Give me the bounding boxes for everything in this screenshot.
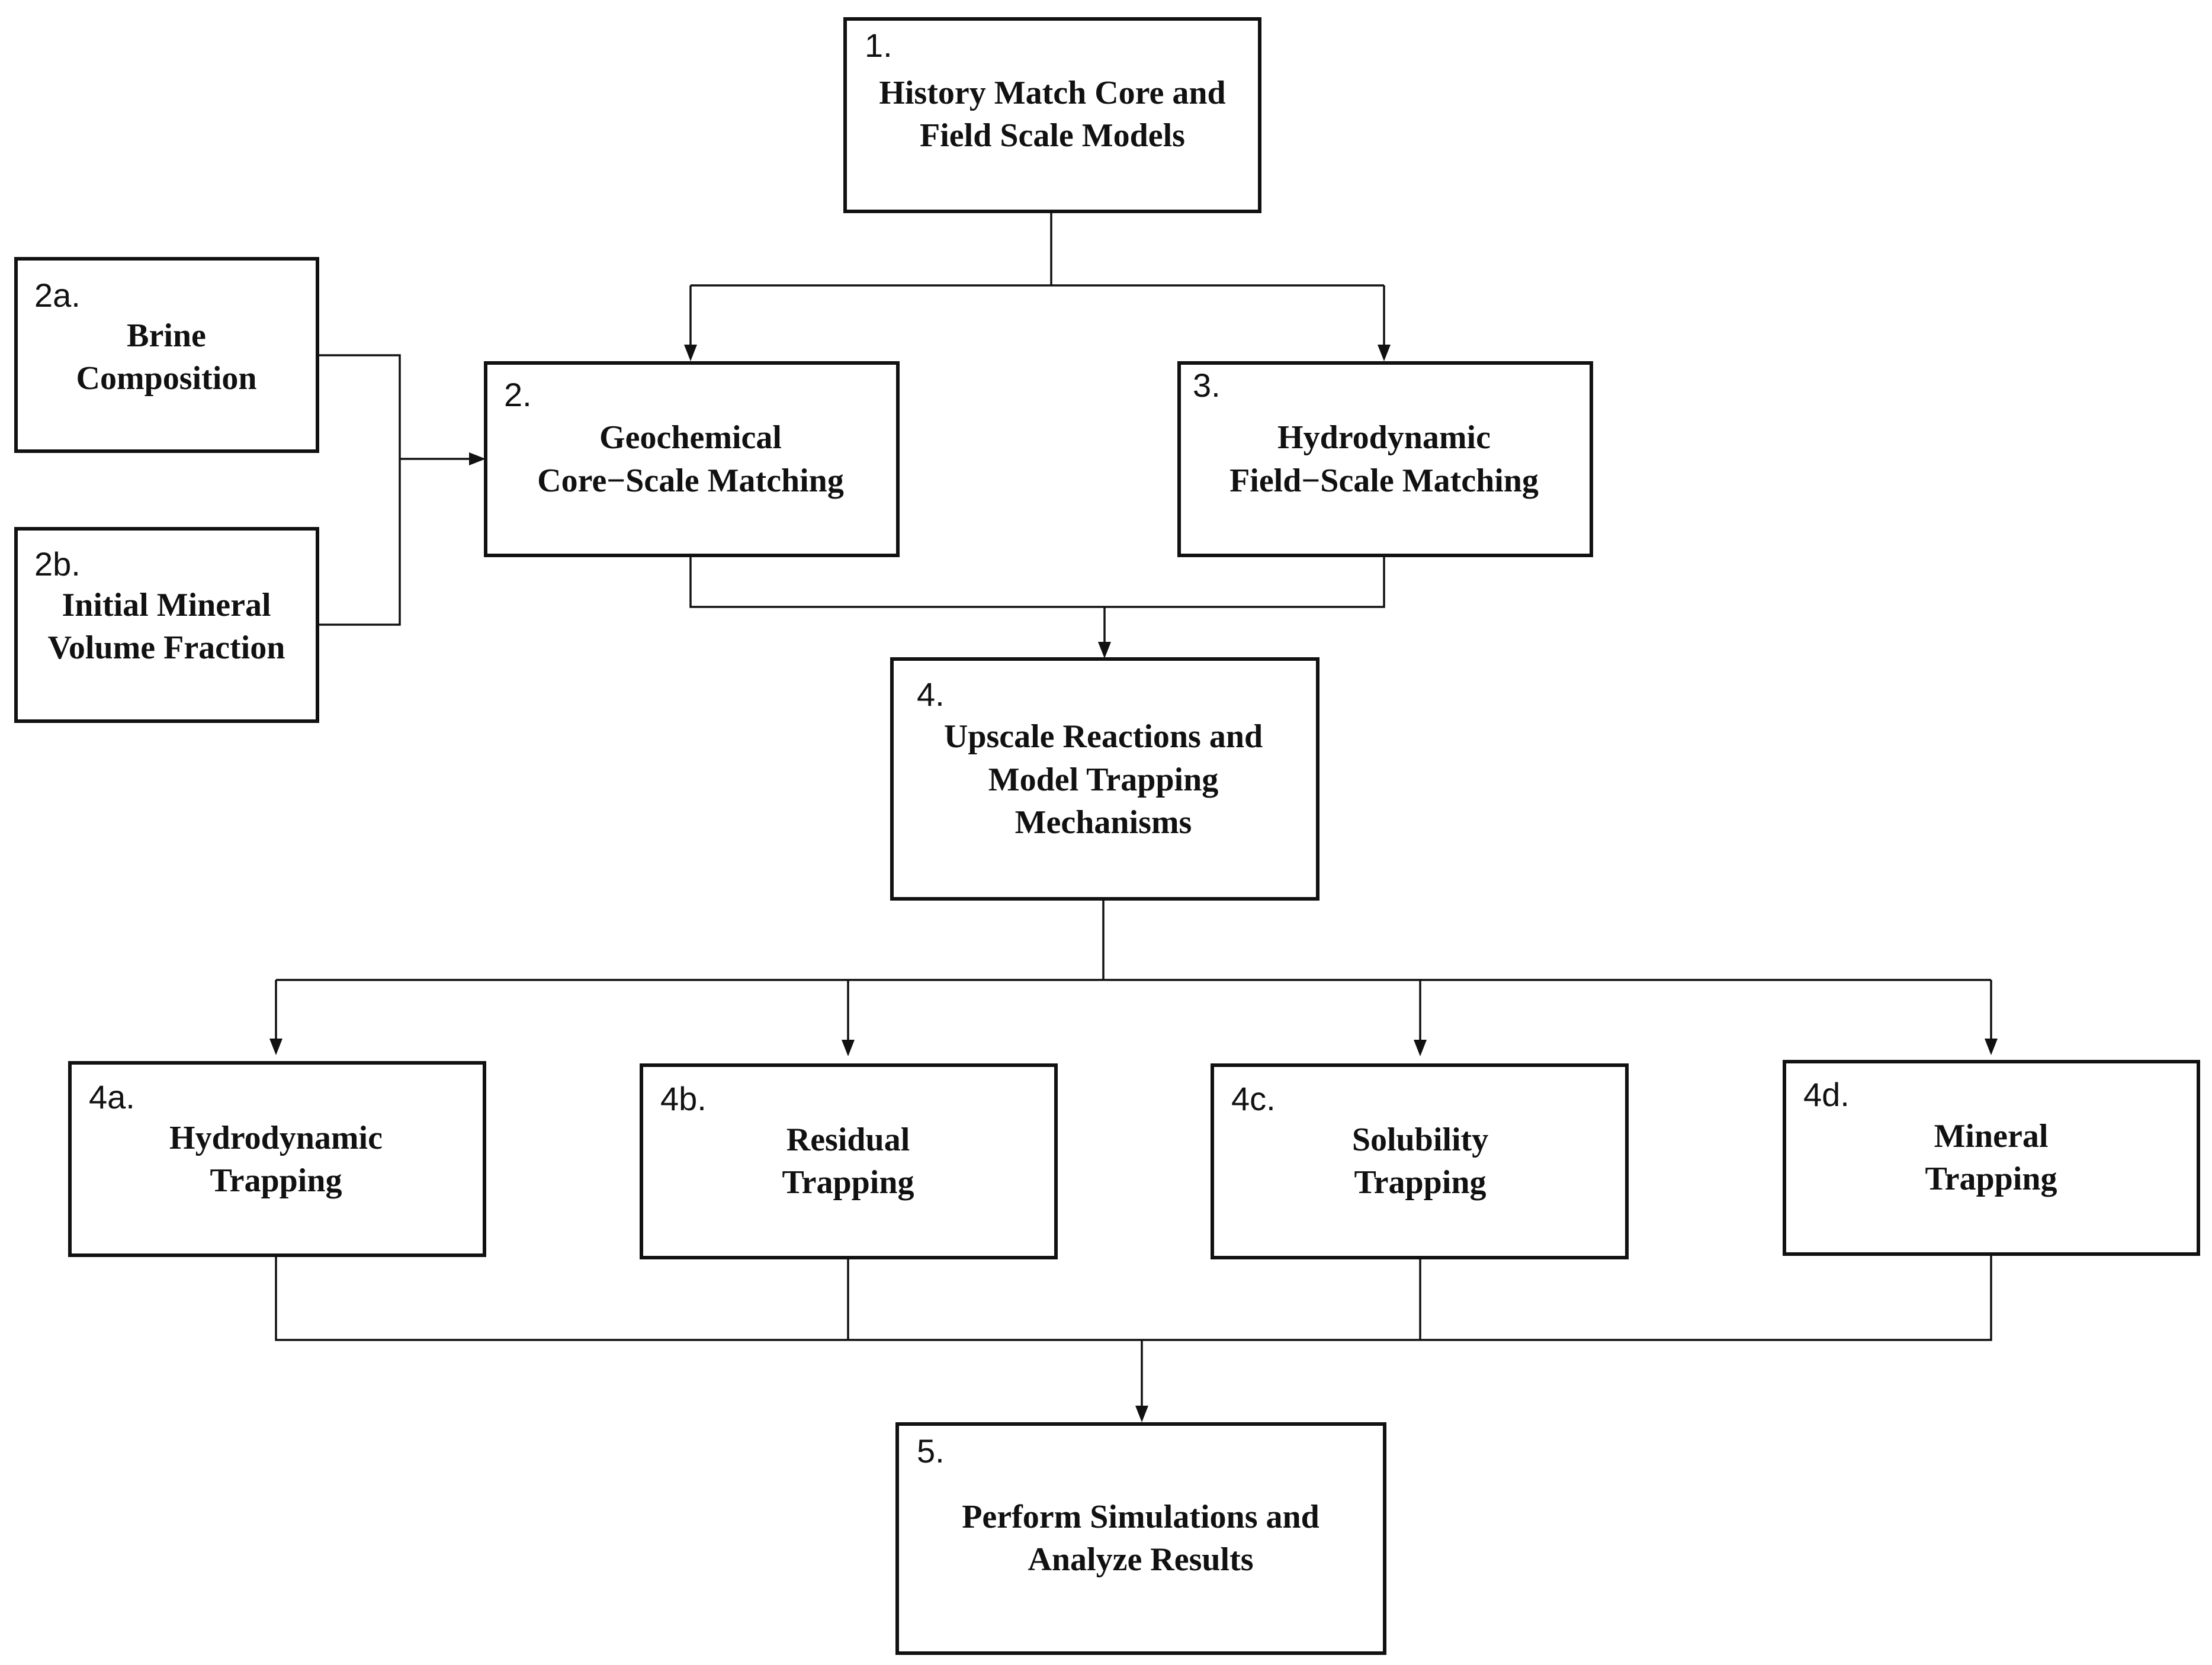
box-4a-line-2: Trapping — [210, 1162, 342, 1199]
box-4-line-3: Mechanisms — [1015, 804, 1192, 841]
box-1: 1. History Match Core and Field Scale Mo… — [843, 17, 1261, 213]
arrowhead-to-2 — [684, 345, 697, 361]
box-5-line-1: Perform Simulations and — [962, 1499, 1320, 1535]
box-4-number: 4. — [917, 676, 945, 713]
arrowhead-to-3 — [1378, 345, 1391, 361]
box-2b-line-2: Volume Fraction — [48, 629, 285, 666]
box-4: 4. Upscale Reactions and Model Trapping … — [890, 657, 1320, 901]
box-4d-line-2: Trapping — [1925, 1161, 2057, 1197]
box-3-number: 3. — [1193, 367, 1221, 404]
arrowhead-to-4 — [1098, 642, 1111, 658]
box-4c: 4c. Solubility Trapping — [1211, 1063, 1629, 1259]
box-2: 2. Geochemical Core−Scale Matching — [484, 361, 900, 557]
box-4b-number: 4b. — [660, 1080, 707, 1117]
box-4c-line-1: Solubility — [1352, 1121, 1488, 1158]
box-4b-line-2: Trapping — [782, 1164, 914, 1201]
arrowhead-to-4a — [269, 1039, 282, 1055]
box-5-line-2: Analyze Results — [1028, 1541, 1253, 1578]
box-1-line-1: History Match Core and — [879, 75, 1225, 111]
arrowhead-to-4c — [1414, 1040, 1427, 1056]
connector-4-to-4abcd — [275, 899, 1992, 1042]
connector-2a-2b-to-2 — [317, 354, 471, 626]
box-1-number: 1. — [865, 27, 892, 64]
arrowhead-2a2b-to-2 — [469, 452, 486, 465]
connector-4abcd-to-5 — [275, 1254, 1992, 1408]
box-4c-line-2: Trapping — [1354, 1164, 1486, 1201]
box-4d-number: 4d. — [1803, 1076, 1850, 1113]
box-2-line-1: Geochemical — [599, 419, 782, 456]
box-3: 3. Hydrodynamic Field−Scale Matching — [1177, 361, 1593, 557]
box-4a-number: 4a. — [89, 1078, 135, 1116]
box-4b-line-1: Residual — [786, 1121, 910, 1158]
box-5-number: 5. — [917, 1432, 945, 1470]
box-2b-line-1: Initial Mineral — [62, 587, 271, 623]
box-2a-number: 2a. — [34, 277, 81, 314]
box-4b: 4b. Residual Trapping — [640, 1063, 1058, 1259]
box-4d-line-1: Mineral — [1934, 1118, 2049, 1155]
arrowhead-to-5 — [1135, 1406, 1148, 1422]
arrowhead-to-4d — [1985, 1039, 1998, 1055]
box-4-line-1: Upscale Reactions and — [944, 718, 1263, 755]
box-4-line-2: Model Trapping — [988, 761, 1218, 798]
box-5: 5. Perform Simulations and Analyze Resul… — [895, 1422, 1386, 1655]
box-2-number: 2. — [504, 376, 532, 413]
box-2a-line-2: Composition — [76, 360, 257, 397]
box-4d: 4d. Mineral Trapping — [1783, 1060, 2200, 1256]
box-2b: 2b. Initial Mineral Volume Fraction — [14, 527, 319, 723]
box-2-line-2: Core−Scale Matching — [537, 462, 844, 499]
connector-2-3-to-4 — [689, 555, 1385, 644]
arrowhead-to-4b — [842, 1040, 855, 1056]
box-2a-line-1: Brine — [127, 317, 206, 354]
box-4a: 4a. Hydrodynamic Trapping — [68, 1061, 486, 1257]
box-3-line-1: Hydrodynamic — [1277, 419, 1491, 456]
box-4c-number: 4c. — [1231, 1080, 1276, 1117]
box-2b-number: 2b. — [34, 545, 81, 583]
box-1-line-2: Field Scale Models — [920, 117, 1185, 154]
connectors — [269, 211, 1998, 1422]
connector-1-to-2-3 — [689, 211, 1385, 346]
box-3-line-2: Field−Scale Matching — [1229, 462, 1539, 499]
box-4a-line-1: Hydrodynamic — [169, 1120, 383, 1156]
box-2a: 2a. Brine Composition — [14, 257, 319, 453]
